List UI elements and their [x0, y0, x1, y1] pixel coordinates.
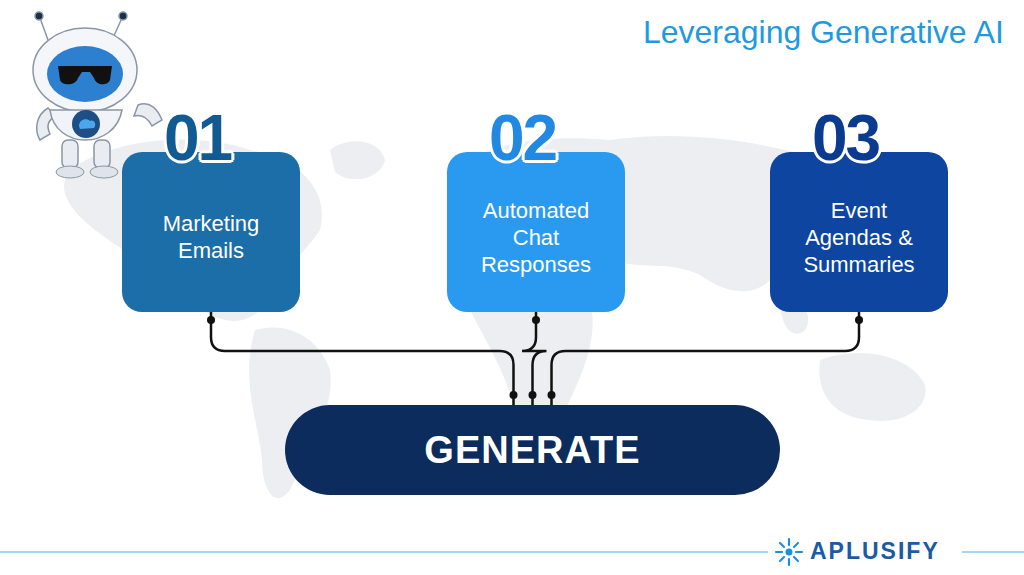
step-box: 01Marketing Emails [122, 152, 300, 312]
step-number: 02 [489, 106, 556, 170]
connector-dot [855, 316, 863, 324]
step-label: Automated Chat Responses [470, 197, 602, 278]
connector-line [552, 312, 860, 405]
brand-name: APLUSIFY [806, 538, 944, 565]
step-label: Event Agendas & Summaries [793, 197, 925, 278]
connector-dot [529, 391, 537, 399]
step-number: 03 [812, 106, 879, 170]
connector-dot [548, 391, 556, 399]
connector-line [522, 312, 547, 405]
title: Leveraging Generative AI [643, 14, 1004, 51]
output-pill: GENERATE [285, 405, 780, 495]
step-number: 01 [164, 106, 231, 170]
step-label: Marketing Emails [145, 210, 277, 264]
connector-dot [532, 316, 540, 324]
step-box: 03Event Agendas & Summaries [770, 152, 948, 312]
brand-icon [776, 539, 802, 565]
step-box: 02Automated Chat Responses [447, 152, 625, 312]
output-label: GENERATE [424, 429, 640, 472]
connector-dot [510, 391, 518, 399]
connector-line [211, 312, 514, 405]
connector-dot [207, 316, 215, 324]
